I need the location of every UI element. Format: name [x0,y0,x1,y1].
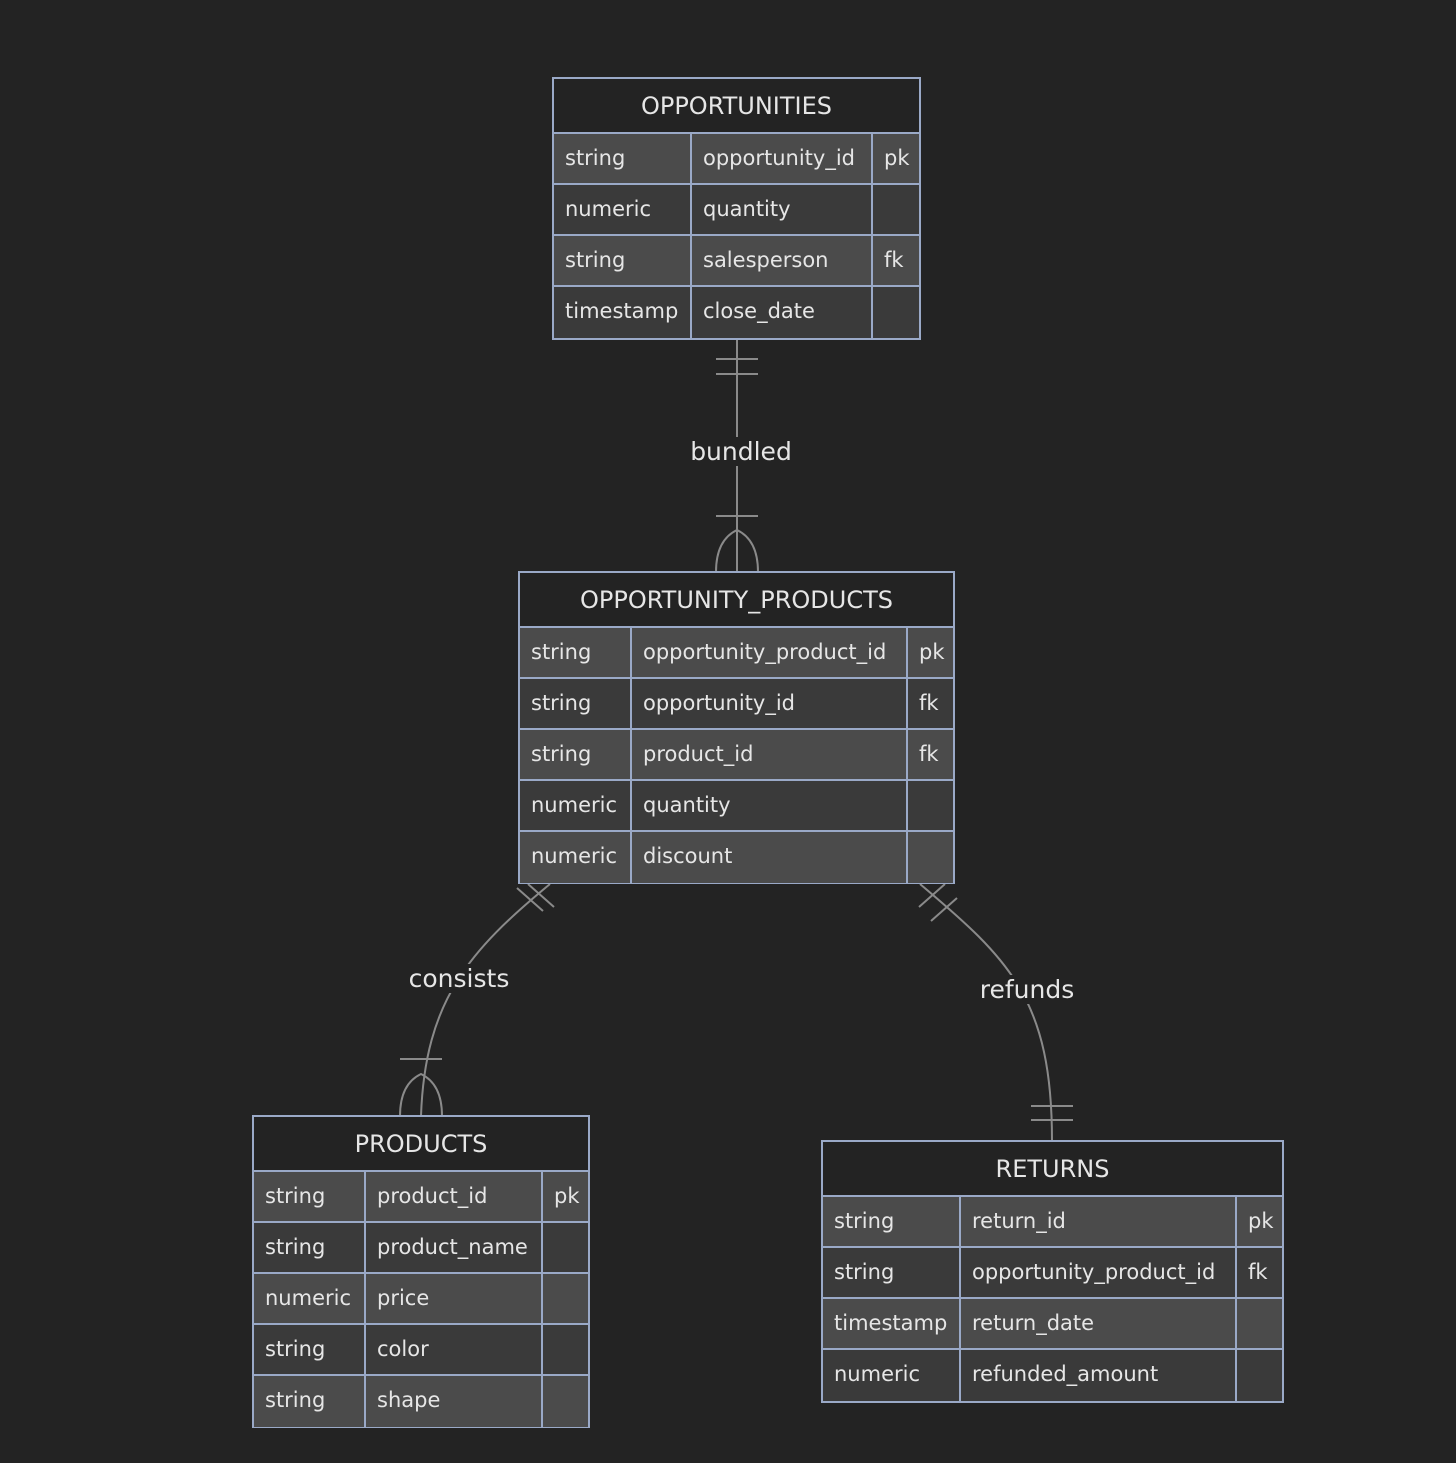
attribute-key [906,781,953,830]
attribute-row: string product_name [254,1223,588,1274]
exactly-one-marker [716,358,758,375]
attribute-row: numeric discount [520,832,953,883]
attribute-type: string [265,1337,326,1361]
entity-title: RETURNS [823,1142,1282,1197]
attribute-key [541,1223,588,1272]
attribute-key [541,1376,588,1427]
exactly-one-marker [1031,1105,1073,1121]
attribute-type: string [531,691,592,715]
entity-opportunities[interactable]: OPPORTUNITIES string opportunity_id pk n… [552,77,921,340]
attribute-name: return_date [959,1299,1235,1348]
attribute-type: string [265,1235,326,1259]
attribute-name: opportunity_id [690,134,871,183]
attribute-key: pk [871,134,919,183]
attribute-key [1235,1299,1282,1348]
attribute-name: salesperson [690,236,871,285]
entity-products[interactable]: PRODUCTS string product_id pk string pro… [252,1115,590,1428]
exactly-one-marker [516,883,555,912]
attribute-type: string [565,248,626,272]
entity-title: OPPORTUNITIES [554,79,919,134]
attribute-row: string salesperson fk [554,236,919,287]
attribute-name: refunded_amount [959,1350,1235,1401]
attribute-key: pk [541,1172,588,1221]
attribute-type: numeric [834,1362,921,1386]
attribute-key [871,185,919,234]
attribute-key: pk [1235,1197,1282,1246]
edge-consists [399,883,555,1117]
attribute-row: numeric quantity [520,781,953,832]
attribute-type: string [834,1260,895,1284]
attribute-name: close_date [690,287,871,338]
entity-opportunity-products[interactable]: OPPORTUNITY_PRODUCTS string opportunity_… [518,571,955,884]
one-or-more-marker [715,515,759,573]
attribute-row: string product_id fk [520,730,953,781]
attribute-row: string color [254,1325,588,1376]
attribute-row: string opportunity_id pk [554,134,919,185]
attribute-key: pk [906,628,953,677]
attribute-key [871,287,919,338]
attribute-name: discount [630,832,906,883]
relationship-label-refunds: refunds [968,975,1086,1004]
attribute-name: price [364,1274,541,1323]
attribute-type: string [565,146,626,170]
edge-refunds [918,883,1073,1142]
attribute-row: numeric quantity [554,185,919,236]
attribute-type: string [531,640,592,664]
attribute-key [906,832,953,883]
attribute-key: fk [871,236,919,285]
entity-title: OPPORTUNITY_PRODUCTS [520,573,953,628]
attribute-name: opportunity_product_id [630,628,906,677]
attribute-row: string opportunity_product_id fk [823,1248,1282,1299]
attribute-name: opportunity_id [630,679,906,728]
attribute-key: fk [906,679,953,728]
relationship-label-bundled: bundled [682,437,800,466]
attribute-type: string [265,1184,326,1208]
attribute-name: product_id [630,730,906,779]
attribute-name: color [364,1325,541,1374]
exactly-one-marker [918,883,958,922]
attribute-row: string opportunity_product_id pk [520,628,953,679]
attribute-row: string shape [254,1376,588,1427]
attribute-row: string opportunity_id fk [520,679,953,730]
attribute-name: return_id [959,1197,1235,1246]
relationship-label-consists: consists [400,964,518,993]
attribute-type: string [531,742,592,766]
attribute-key: fk [1235,1248,1282,1297]
attribute-key [541,1274,588,1323]
attribute-key [541,1325,588,1374]
entity-returns[interactable]: RETURNS string return_id pk string oppor… [821,1140,1284,1403]
attribute-type: timestamp [565,299,679,323]
attribute-row: numeric refunded_amount [823,1350,1282,1401]
attribute-name: quantity [630,781,906,830]
attribute-row: timestamp return_date [823,1299,1282,1350]
attribute-key: fk [906,730,953,779]
attribute-type: numeric [531,793,618,817]
one-or-more-marker [399,1058,443,1117]
attribute-row: string product_id pk [254,1172,588,1223]
attribute-type: timestamp [834,1311,948,1335]
attribute-row: string return_id pk [823,1197,1282,1248]
attribute-type: string [834,1209,895,1233]
attribute-type: string [265,1388,326,1412]
attribute-name: opportunity_product_id [959,1248,1235,1297]
attribute-key [1235,1350,1282,1401]
attribute-name: product_name [364,1223,541,1272]
attribute-type: numeric [531,844,618,868]
attribute-name: quantity [690,185,871,234]
attribute-name: product_id [364,1172,541,1221]
attribute-row: numeric price [254,1274,588,1325]
attribute-type: numeric [565,197,652,221]
entity-title: PRODUCTS [254,1117,588,1172]
attribute-row: timestamp close_date [554,287,919,338]
attribute-name: shape [364,1376,541,1427]
attribute-type: numeric [265,1286,352,1310]
